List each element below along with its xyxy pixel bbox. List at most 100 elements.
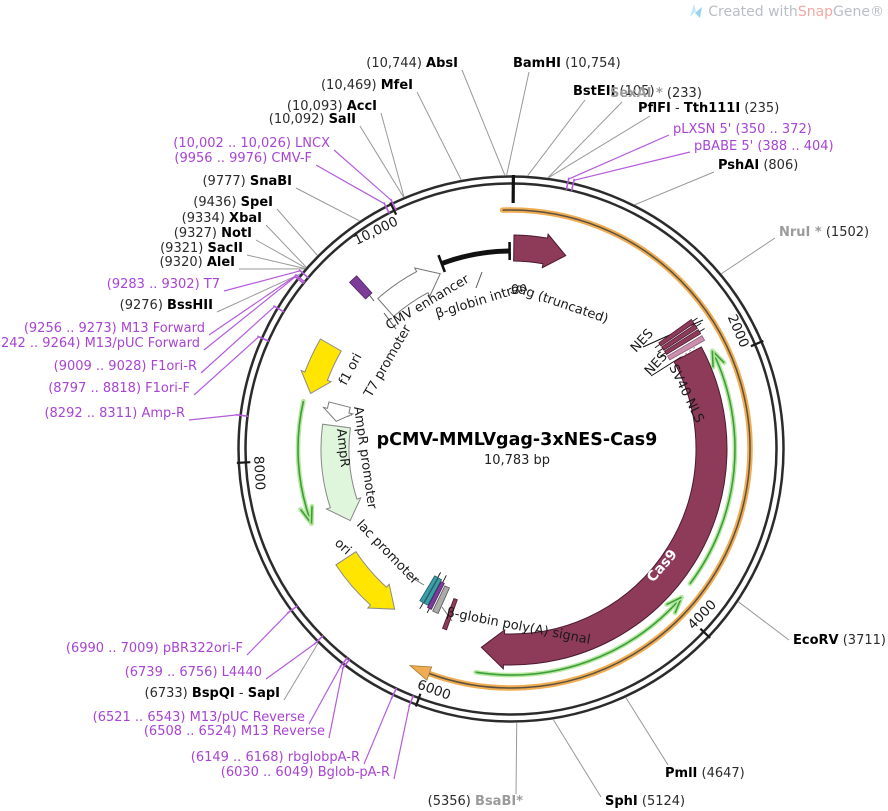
feature-ori[interactable] [335, 550, 396, 610]
callout-line [265, 224, 307, 268]
site-noti[interactable]: (9327) NotI [174, 226, 252, 241]
site-sexai[interactable]: SexAI * (233) [610, 86, 702, 101]
feature-sv40-nls[interactable] [666, 335, 706, 361]
site-pbr322ori-f[interactable]: (6990 .. 7009) pBR322ori-F [66, 641, 243, 656]
feature-ampr-promoter[interactable] [322, 401, 355, 422]
site-bsshii[interactable]: (9276) BssHII [120, 298, 213, 313]
plasmid-name[interactable]: pCMV-MMLVgag-3xNES-Cas9 [376, 430, 658, 450]
feature-nes-1[interactable] [658, 318, 695, 347]
site-acci[interactable]: (10,093) AccI [287, 99, 377, 114]
feature-beta-globin-intron[interactable] [440, 248, 510, 266]
site-nrui[interactable]: NruI * (1502) [779, 225, 869, 240]
primer-tick [272, 304, 285, 313]
site-bglob-pa-r[interactable]: (6030 .. 6049) Bglob-pA-R [221, 765, 390, 780]
callout-line [315, 164, 385, 205]
frame-arrow-cas9-upper-head [711, 350, 714, 368]
feature-f1-ori[interactable] [300, 338, 342, 395]
site-sphi[interactable]: SphI (5124) [605, 794, 685, 809]
site-bsteii[interactable]: BstEII (105) [573, 84, 655, 99]
site-plxsn-5[interactable]: pLXSN 5' (350 .. 372) [673, 122, 812, 137]
backbone-ring-inner [244, 182, 778, 716]
callout-line [506, 71, 530, 176]
feature-cas9[interactable] [480, 346, 728, 671]
primer-tick [339, 657, 349, 668]
site-m13-reverse[interactable]: (6508 .. 6524) M13 Reverse [144, 724, 325, 739]
primer-tick [565, 177, 570, 191]
site-snabi[interactable]: (9777) SnaBI [202, 174, 292, 189]
callout-line [265, 642, 316, 680]
feature-nes-2[interactable] [661, 323, 698, 351]
scale-tick-label: 4000 [685, 597, 720, 633]
snapgene-logo-icon [690, 4, 703, 18]
watermark-created-text: Created with [708, 4, 798, 20]
site-m13-forward[interactable]: (9256 .. 9273) M13 Forward [24, 321, 205, 336]
site-lncx[interactable]: (10,002 .. 10,026) LNCX [173, 136, 330, 151]
site-rbglobpa-r[interactable]: (6149 .. 6168) rbglobpA-R [191, 750, 360, 765]
label-ampr[interactable]: AmpR [333, 428, 352, 468]
callout-line [721, 237, 776, 275]
site-bamhi[interactable]: BamHI (10,754) [513, 56, 621, 71]
site-sali[interactable]: (10,092) SalI [269, 112, 356, 127]
feature-polya-box[interactable] [432, 585, 450, 615]
primer-tick [408, 695, 415, 708]
primer-tick [570, 178, 576, 192]
feature-ampr[interactable] [320, 423, 362, 522]
site-alei[interactable]: (9320) AleI [159, 255, 235, 270]
site-cmv-f[interactable]: (9956 .. 9976) CMV-F [174, 151, 312, 166]
site-mfei[interactable]: (10,469) MfeI [321, 78, 413, 93]
site-pmli[interactable]: PmlI (4647) [665, 766, 745, 781]
site-f1ori-f[interactable]: (8797 .. 8818) F1ori-F [48, 381, 190, 396]
scale-tick-label: 10,000 [351, 214, 400, 249]
callout-line [634, 171, 715, 206]
callout-line [363, 697, 393, 765]
site-xbai[interactable]: (9334) XbaI [182, 211, 262, 226]
site-l4440[interactable]: (6739 .. 6756) L4440 [125, 665, 262, 680]
site-f1ori-r[interactable]: (9009 .. 9028) F1ori-R [54, 359, 197, 374]
site-absi[interactable]: (10,744) AbsI [366, 56, 458, 71]
callout-line [625, 697, 669, 766]
scale-tick [414, 693, 422, 707]
site-spei[interactable]: (9436) SpeI [193, 195, 273, 210]
callout-line [246, 611, 289, 656]
site-pflfi-tth111i[interactable]: PflFI - Tth111I (235) [638, 101, 779, 116]
frame-arrow-cas9-lower-head [666, 596, 682, 606]
site-sacii[interactable]: (9321) SacII [160, 241, 243, 256]
callout-line [203, 276, 296, 351]
site-m13-puc-reverse[interactable]: (6521 .. 6543) M13/pUC Reverse [93, 710, 305, 725]
feature-nes-3[interactable] [663, 329, 702, 355]
site-pshai[interactable]: PshAI (806) [718, 158, 798, 173]
watermark-snap-text: Snap [797, 4, 834, 20]
feature-lac-promoter-2[interactable] [423, 577, 443, 606]
plasmid-size: 10,783 bp [483, 453, 551, 468]
backbone-ring-outer [237, 175, 785, 723]
callout-line [308, 665, 342, 725]
feature-lac-promoter-1[interactable] [419, 575, 439, 604]
feature-t7-promoter[interactable] [348, 275, 373, 300]
feature-lac-promoter-3[interactable] [426, 581, 445, 610]
callout-line [276, 208, 318, 256]
label-nes-a[interactable]: NES [628, 326, 657, 355]
feature-polya-stripe[interactable] [441, 597, 458, 631]
scale-tick [389, 202, 398, 216]
site-m13-puc-forward[interactable]: (9242 .. 9264) M13/pUC Forward [0, 336, 200, 351]
primer-tick [257, 335, 270, 342]
site-bspqi-sapi[interactable]: (6733) BspQI - SapI [145, 686, 280, 701]
site-t7[interactable]: (9283 .. 9302) T7 [107, 277, 220, 292]
callout-line [527, 99, 586, 176]
site-ecorv[interactable]: EcoRV (3711) [793, 633, 886, 648]
callout-line [380, 112, 405, 197]
label-f1-ori[interactable]: f1 ori [336, 351, 365, 388]
frame-arrow-cas9-lower [475, 596, 683, 676]
site-pbabe-5[interactable]: pBABE 5' (388 .. 404) [694, 139, 834, 154]
feature-cmv-enhancer[interactable] [377, 267, 441, 318]
label-t7-promoter[interactable]: T7 promoter [361, 322, 415, 401]
callout-line [193, 336, 260, 396]
callout-line [515, 722, 518, 795]
site-amp-r[interactable]: (8292 .. 8311) Amp-R [44, 406, 185, 421]
label-gag[interactable]: gag (truncated) [509, 280, 610, 327]
feature-gag[interactable] [513, 233, 567, 269]
primer-tick [235, 413, 249, 418]
site-bsabi[interactable]: (5356) BsaBI* [428, 794, 524, 809]
